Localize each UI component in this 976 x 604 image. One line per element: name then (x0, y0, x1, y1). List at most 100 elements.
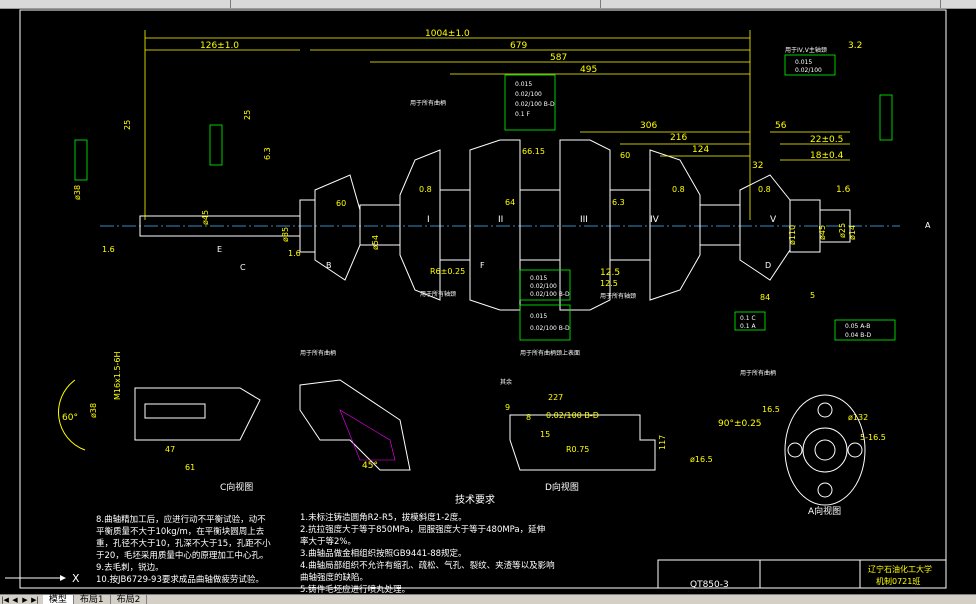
dim-18: 18±0.4 (810, 151, 844, 161)
dim-d38: ø38 (73, 185, 82, 200)
tech-right-7: 5.铸件毛坯应进行喷丸处理。 (300, 584, 410, 594)
tech-right-1: 1.未标注铸造圆角R2-R5，拔模斜度1-2度。 (300, 512, 467, 523)
dim-124: 124 (692, 145, 709, 155)
tab-model[interactable]: 模型 (42, 595, 74, 604)
tech-left-2: 平衡质量不大于10kg/m，在平衡块圆周上去 (96, 526, 265, 537)
section-IV: IV (650, 215, 660, 225)
section-I: I (427, 215, 430, 225)
dim-d45: ø45 (201, 210, 210, 225)
title-bar (0, 0, 976, 9)
dim-6-3: 6.3 (263, 147, 272, 160)
view-c-label: C向视图 (220, 481, 253, 493)
tol-4-a: 0.015 (795, 59, 812, 66)
dimension-lines (144, 30, 850, 220)
dim-22: 22±0.5 (810, 135, 843, 145)
callout-6: 用于所有曲柄 (740, 369, 776, 377)
dim-d54: ø54 (371, 235, 380, 250)
d-dim-r0-75: R0.75 (566, 445, 589, 454)
tol-5-b: 0.04 B-D (845, 332, 872, 339)
dim-587: 587 (550, 53, 567, 63)
tol-1-b: 0.02/100 (515, 91, 542, 98)
datum-f: F (480, 261, 485, 270)
tab-layout-1[interactable]: 布局1 (74, 595, 111, 604)
c-dim-thread: M16x1.5-6H (113, 351, 122, 400)
dim-d25: ø25 (838, 223, 847, 238)
tech-left-3: 重，孔径不大于10，孔深不大于15，孔距不小 (96, 538, 271, 549)
journal-2 (439, 189, 471, 261)
tab-nav-prev-icon[interactable]: ◀ (12, 596, 18, 604)
tol-5-a: 0.05 A-B (845, 323, 870, 330)
crank-web-1 (314, 174, 361, 281)
angle-texts: 3.2 1.6 60° 45° 90°±0.25 (62, 41, 862, 471)
c-view-drawing (58, 379, 261, 451)
callout-2: 用于所有轴颈 (420, 290, 456, 298)
tech-notes-left: 8.曲轴精加工后，应进行动不平衡试验，动不 平衡质量不大于10kg/m，在平衡块… (96, 514, 271, 585)
tab-nav-last-icon[interactable]: ▶| (31, 596, 39, 604)
tech-right-3: 率大于等2%。 (300, 536, 356, 547)
tol-1-c: 0.02/100 B-D (515, 101, 555, 108)
dim-84: 84 (760, 293, 770, 302)
dim-d14: ø14 (848, 225, 857, 240)
rough-0-8-c: 0.8 (758, 185, 771, 194)
crank-web-2 (399, 149, 441, 301)
callout-7: 用于所有轴颈 (600, 292, 636, 300)
hatched-section (299, 379, 411, 471)
callout-8: 其余 (500, 378, 512, 386)
dim-66-15: 66.15 (522, 147, 545, 156)
dim-56: 56 (775, 121, 787, 131)
dim-d132: ø132 (848, 413, 868, 422)
dim-6-3-b: 6.3 (612, 198, 625, 207)
d-dim-9: 9 (505, 403, 510, 412)
tab-nav-first-icon[interactable]: |◀ (1, 596, 9, 604)
left-dimension-texts: ø38 ø45 ø85 ø54 25 25 6.3 1.6 60 1.6 (73, 110, 380, 258)
datum-e: E (217, 245, 222, 254)
datum-b: B (326, 261, 332, 270)
dim-126: 126±1.0 (200, 41, 239, 51)
toolbar-separator (600, 0, 601, 8)
tech-right-4: 3.曲轴品做金相组织按照GB9441-88规定。 (300, 548, 467, 559)
section-III: III (580, 215, 588, 225)
callout-4: 用于所有曲柄 (410, 99, 446, 107)
toolbar-separator (940, 0, 941, 8)
c-dim-d38: ø38 (89, 403, 98, 418)
d-dim-tol: 0.02/100 B-D (546, 411, 599, 420)
c-dim-47: 47 (165, 445, 175, 454)
callout-5: 用于IV,V主轴颈 (785, 46, 827, 54)
d-view-dims: 227 9 8 15 R0.75 117 0.02/100 B-D (505, 393, 667, 454)
journal-3 (519, 189, 561, 261)
section-V: V (770, 215, 777, 225)
title-block: QT850-3 辽宁石油化工大学 机制0721班 (657, 559, 947, 590)
datum-c: C (240, 263, 246, 272)
tab-nav-next-icon[interactable]: ▶ (22, 596, 28, 604)
tab-layout-2[interactable]: 布局2 (111, 595, 148, 604)
tech-left-6: 10.按JB6729-93要求成品曲轴做疲劳试验。 (96, 574, 264, 585)
d-dim-117: 117 (658, 435, 667, 450)
top-dimension-texts: 1004±1.0 679 587 495 126±1.0 306 216 124… (200, 29, 844, 278)
tol-1-d: 0.1 F (515, 111, 530, 118)
crankshaft-body (139, 139, 851, 311)
tech-left-5: 9.去毛刺，锐边。 (96, 562, 164, 573)
d-dim-15: 15 (540, 430, 550, 439)
d-dim-8: 8 (526, 413, 531, 422)
rough-0-8-a: 0.8 (419, 185, 432, 194)
toolbar-separator (230, 0, 231, 8)
c-view-dims: 47 61 ø38 M16x1.5-6H (89, 351, 195, 472)
callout-1: 用于所有曲柄 (300, 349, 336, 357)
dim-306: 306 (640, 121, 657, 131)
tol-2-b: 0.02/100 (530, 283, 557, 290)
drawing-canvas[interactable]: 1004±1.0 679 587 495 126±1.0 306 216 124… (0, 8, 976, 594)
angle-60: 60° (62, 413, 78, 423)
dim-25-b: 25 (243, 110, 252, 120)
feature-control-lines (74, 54, 896, 341)
d-dim-227: 227 (548, 393, 563, 402)
journal-5 (699, 204, 741, 246)
dim-32: 32 (752, 161, 763, 171)
view-a-label: A向视图 (808, 505, 841, 517)
angle-45: 45° (362, 461, 378, 471)
dim-679: 679 (510, 41, 527, 51)
tech-requirements-title: 技术要求 (455, 493, 495, 506)
tol-2-a: 0.015 (530, 275, 547, 282)
ucs-icon: X (5, 572, 80, 585)
crank-web-5 (649, 149, 701, 301)
